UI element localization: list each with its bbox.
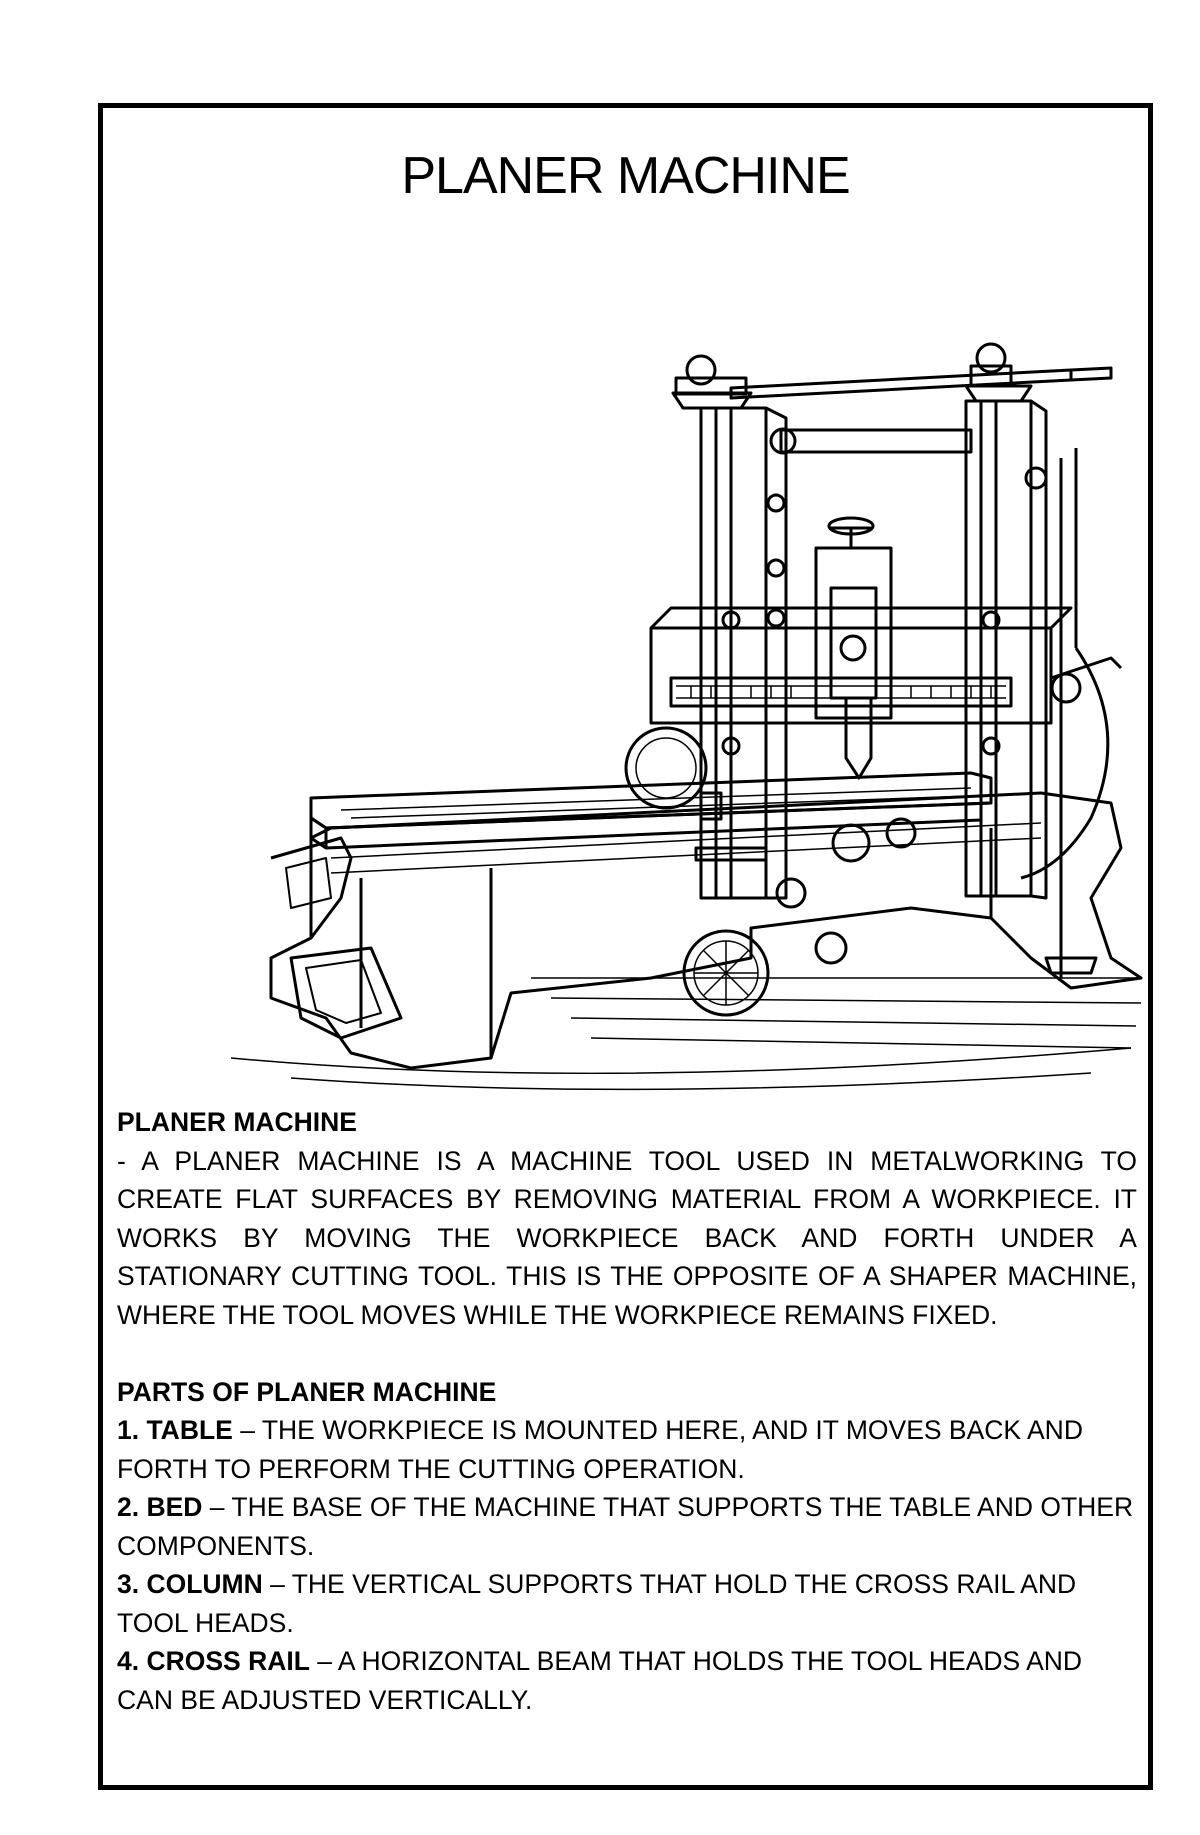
planer-machine-illustration (230, 342, 1143, 1091)
description-content: PLANER MACHINE - A PLANER MACHINE IS A M… (117, 1103, 1137, 1719)
page-title: PLANER MACHINE (401, 147, 850, 205)
drive-wheel (682, 929, 848, 1017)
part-item: 3. COLUMN – THE VERTICAL SUPPORTS THAT H… (117, 1565, 1137, 1642)
part-item: 4. CROSS RAIL – A HORIZONTAL BEAM THAT H… (117, 1642, 1137, 1719)
part-term: 4. CROSS RAIL (117, 1646, 310, 1676)
part-desc: – THE WORKPIECE IS MOUNTED HERE, AND IT … (117, 1415, 1083, 1484)
section-heading-planer: PLANER MACHINE (117, 1107, 357, 1137)
planer-description: - A PLANER MACHINE IS A MACHINE TOOL USE… (117, 1145, 1137, 1330)
part-desc: – THE BASE OF THE MACHINE THAT SUPPORTS … (117, 1492, 1134, 1561)
part-term: 2. BED (117, 1492, 203, 1522)
part-desc: – THE VERTICAL SUPPORTS THAT HOLD THE CR… (117, 1569, 1077, 1638)
section-heading-parts: PARTS OF PLANER MACHINE (117, 1376, 497, 1407)
gear (624, 726, 708, 810)
page-frame: PLANER MACHINE (98, 103, 1153, 1790)
tool-head (814, 516, 893, 780)
bed (269, 791, 1143, 1070)
part-term: 3. COLUMN (117, 1569, 263, 1599)
feed-rod (1020, 448, 1123, 978)
floor-shadow (230, 977, 1142, 1091)
cross-rail (649, 606, 1073, 756)
part-item: 2. BED – THE BASE OF THE MACHINE THAT SU… (117, 1488, 1137, 1565)
part-desc: – A HORIZONTAL BEAM THAT HOLDS THE TOOL … (117, 1646, 1083, 1715)
top-shaft (671, 342, 1113, 410)
part-item: 1. TABLE – THE WORKPIECE IS MOUNTED HERE… (117, 1411, 1137, 1488)
part-term: 1. TABLE (117, 1415, 233, 1445)
